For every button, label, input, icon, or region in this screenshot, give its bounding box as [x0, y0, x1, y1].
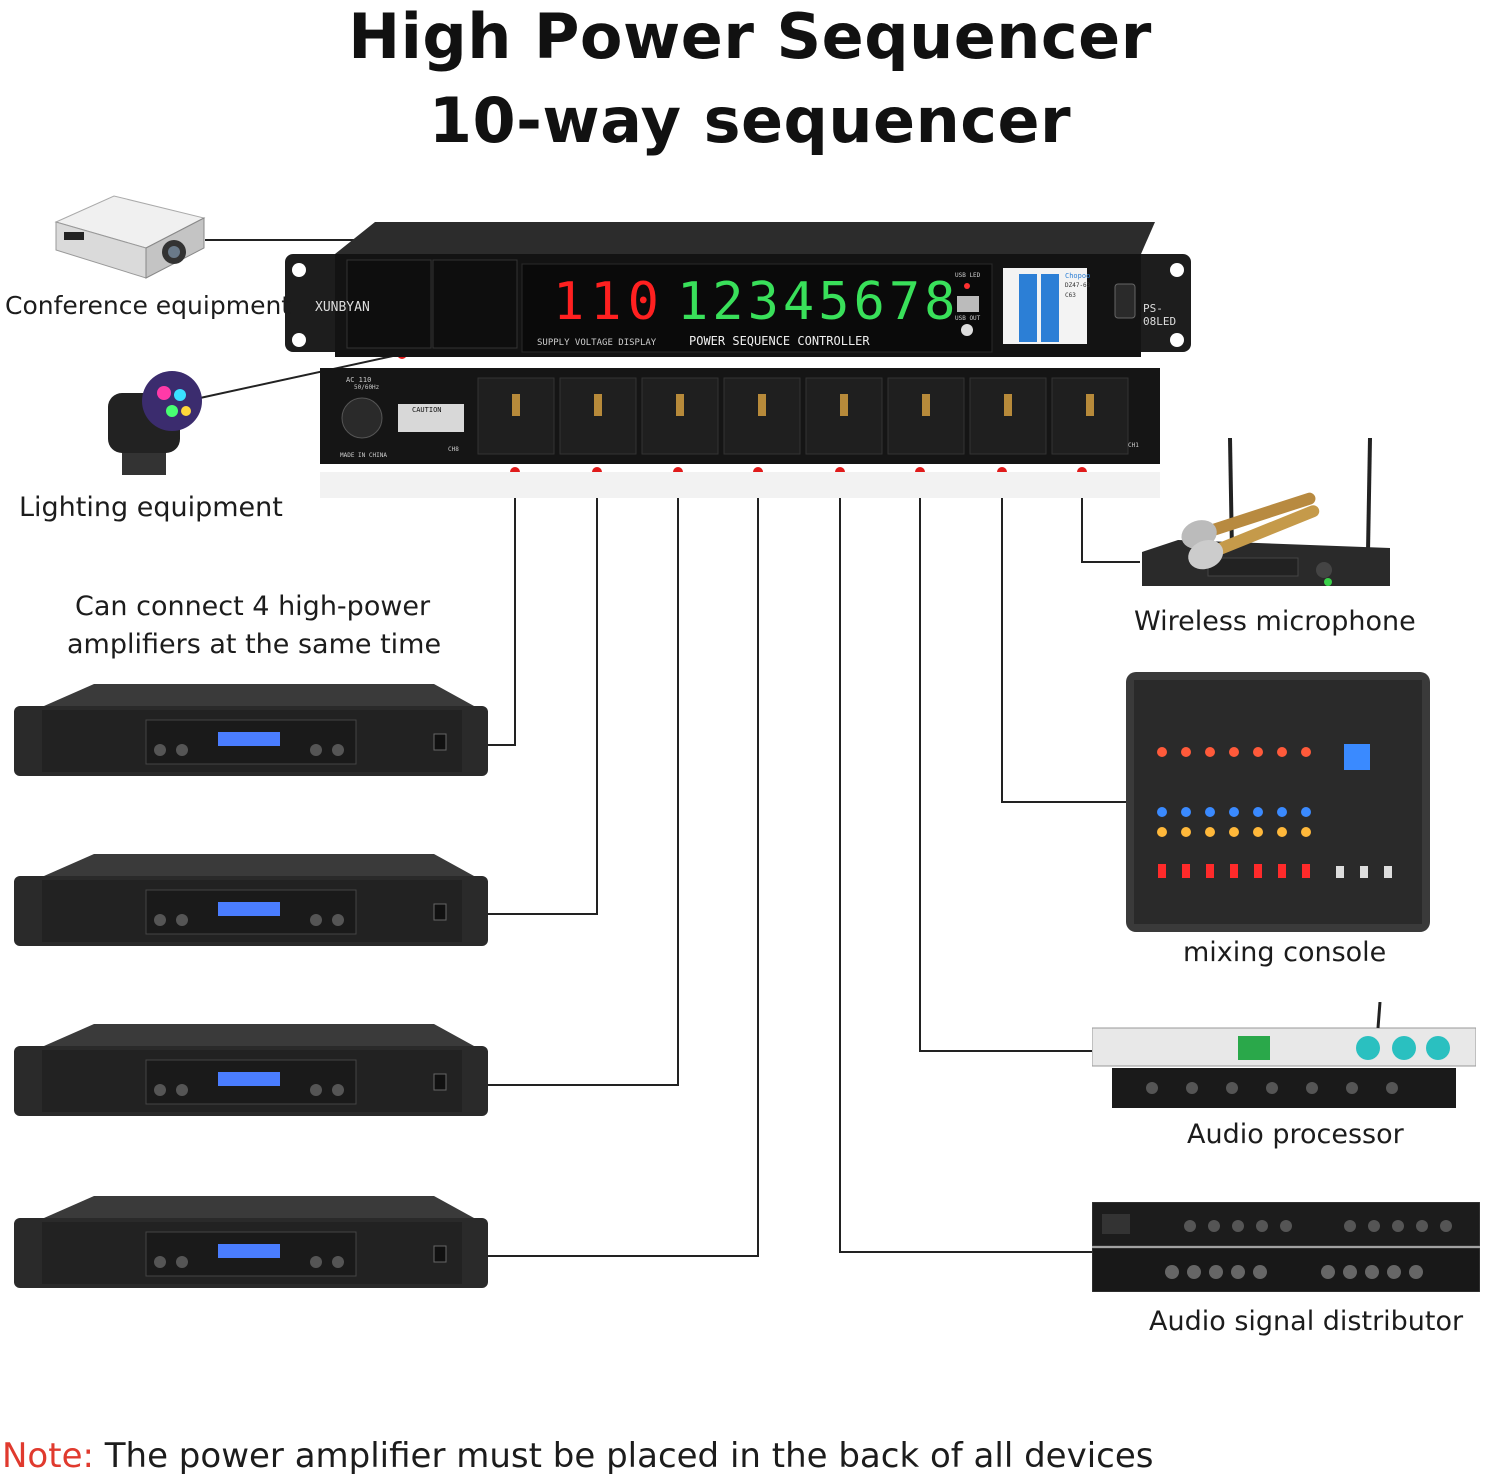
wire-mixer [1001, 472, 1128, 803]
projector-image [54, 192, 216, 284]
wire-mic [1081, 472, 1140, 563]
amplifier-2 [14, 854, 488, 946]
wire-lighting [199, 353, 403, 399]
conference-label: Conference equipment [5, 291, 292, 320]
audio-processor-label: Audio processor [1187, 1119, 1404, 1150]
wire-amp-3 [488, 472, 679, 1086]
wire-amp-1 [488, 472, 516, 746]
signal-distributor-label: Audio signal distributor [1149, 1306, 1464, 1337]
usb-led-label: USB LED [955, 272, 981, 279]
controller-caption: POWER SEQUENCE CONTROLLER [689, 334, 870, 348]
amplifiers-note-line2: amplifiers at the same time [67, 629, 442, 660]
note-text: The power amplifier must be placed in th… [93, 1436, 1154, 1476]
rear-hz-label: 50/60Hz [354, 384, 380, 391]
amplifiers-note-line1: Can connect 4 high-power [75, 591, 431, 622]
rear-ac-label: AC 110 [346, 376, 372, 384]
footer-note: Note: The power amplifier must be placed… [2, 1436, 1153, 1476]
amplifier-3 [14, 1024, 488, 1116]
mixing-console-label: mixing console [1183, 937, 1387, 968]
caution-label: CAUTION [412, 406, 442, 414]
wireless-mic-image [1138, 436, 1396, 612]
mixing-console-image [1126, 672, 1430, 932]
wire-amp-2 [488, 472, 598, 915]
lighting-label: Lighting equipment [19, 492, 283, 523]
stage-light-image [100, 365, 206, 480]
channel-display: 12345678 [677, 272, 960, 332]
voltage-display: 110 [553, 272, 665, 332]
wire-amp-4 [488, 472, 759, 1257]
audio-processor-image [1091, 1001, 1477, 1114]
amplifier-4 [14, 1196, 488, 1288]
wireless-mic-label: Wireless microphone [1134, 606, 1416, 637]
breaker-rating: C63 [1065, 292, 1076, 299]
usb-out-label: USB OUT [955, 315, 981, 322]
page-subtitle: 10-way sequencer [428, 84, 1072, 157]
voltage-caption: SUPPLY VOLTAGE DISPLAY [537, 338, 657, 348]
breaker-model: DZ47-63 [1065, 282, 1091, 289]
amplifier-1 [14, 684, 488, 776]
page-title: High Power Sequencer [348, 0, 1152, 73]
note-keyword: Note: [2, 1436, 94, 1476]
made-in-label: MADE IN CHINA [340, 452, 387, 459]
sequencer-unit: XUNBYAN PS-08LED 110 12345678 SUPPLY VOL… [285, 222, 1191, 357]
sequencer-rear: AC 110 50/60Hz CAUTION MADE IN CHINA CH8… [320, 368, 1160, 498]
ch8-label: CH8 [448, 446, 459, 453]
wire-processor [919, 472, 1092, 1052]
sequencer-model: PS-08LED [1143, 302, 1177, 328]
signal-distributor-image [1091, 1201, 1481, 1293]
breaker-brand: Chopoo [1065, 272, 1091, 280]
wire-distributor [839, 472, 1092, 1253]
ch1-label: CH1 [1128, 442, 1139, 449]
sequencer-brand: XUNBYAN [315, 300, 370, 315]
